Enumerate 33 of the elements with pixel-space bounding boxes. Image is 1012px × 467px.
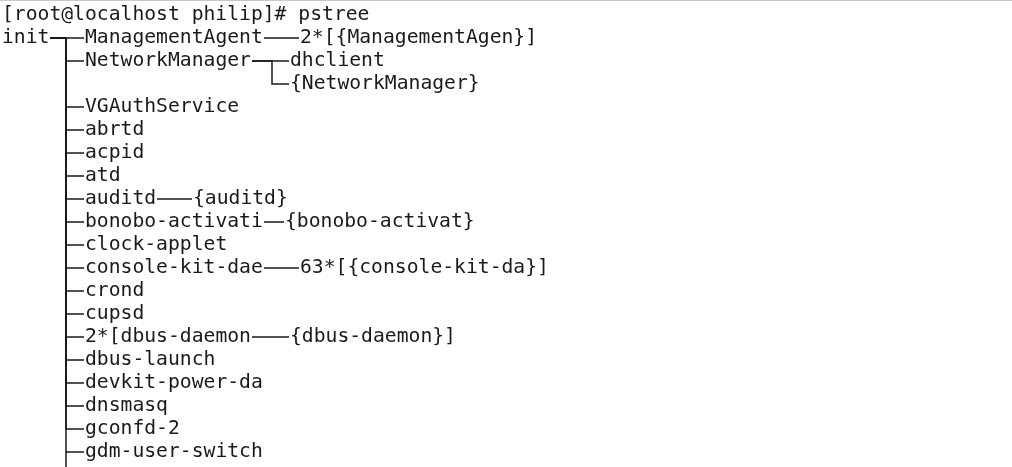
process-name: gconfd-2 xyxy=(85,417,180,439)
process-name: bonobo-activati xyxy=(85,210,263,232)
process-name: dbus-launch xyxy=(85,348,216,370)
shell-prompt: [root@localhost philip]# pstree xyxy=(2,3,370,25)
tree-connector xyxy=(156,198,193,200)
process-name: {auditd} xyxy=(193,187,288,209)
process-name: cupsd xyxy=(85,302,145,324)
process-name: abrtd xyxy=(85,118,145,140)
tree-connector xyxy=(263,37,300,39)
process-name: atd xyxy=(85,164,121,186)
process-name: console-kit-dae xyxy=(85,256,263,278)
process-name: gdm-user-switch xyxy=(85,440,263,462)
process-name: NetworkManager xyxy=(85,49,251,71)
process-name: dhclient xyxy=(290,49,385,71)
process-name: clock-applet xyxy=(85,233,228,255)
process-name: acpid xyxy=(85,141,145,163)
process-name: ManagementAgent xyxy=(85,26,263,48)
process-name: devkit-power-da xyxy=(85,371,263,393)
tree-connector xyxy=(251,336,290,338)
tree-connector xyxy=(251,60,290,85)
process-name: 2*[{ManagementAgen}] xyxy=(300,26,538,48)
tree-connector xyxy=(263,267,300,269)
process-name: 63*[{console-kit-da}] xyxy=(300,256,549,278)
process-name: crond xyxy=(85,279,145,301)
process-name: {dbus-daemon}] xyxy=(290,325,456,347)
process-name: {bonobo-activat} xyxy=(285,210,475,232)
process-name: init xyxy=(2,26,50,48)
tree-connector xyxy=(263,221,285,223)
process-name: auditd xyxy=(85,187,157,209)
process-name: dnsmasq xyxy=(85,394,168,416)
process-name: {NetworkManager} xyxy=(290,72,480,94)
process-name: 2*[dbus-daemon xyxy=(85,325,251,347)
process-name: VGAuthService xyxy=(85,95,240,117)
